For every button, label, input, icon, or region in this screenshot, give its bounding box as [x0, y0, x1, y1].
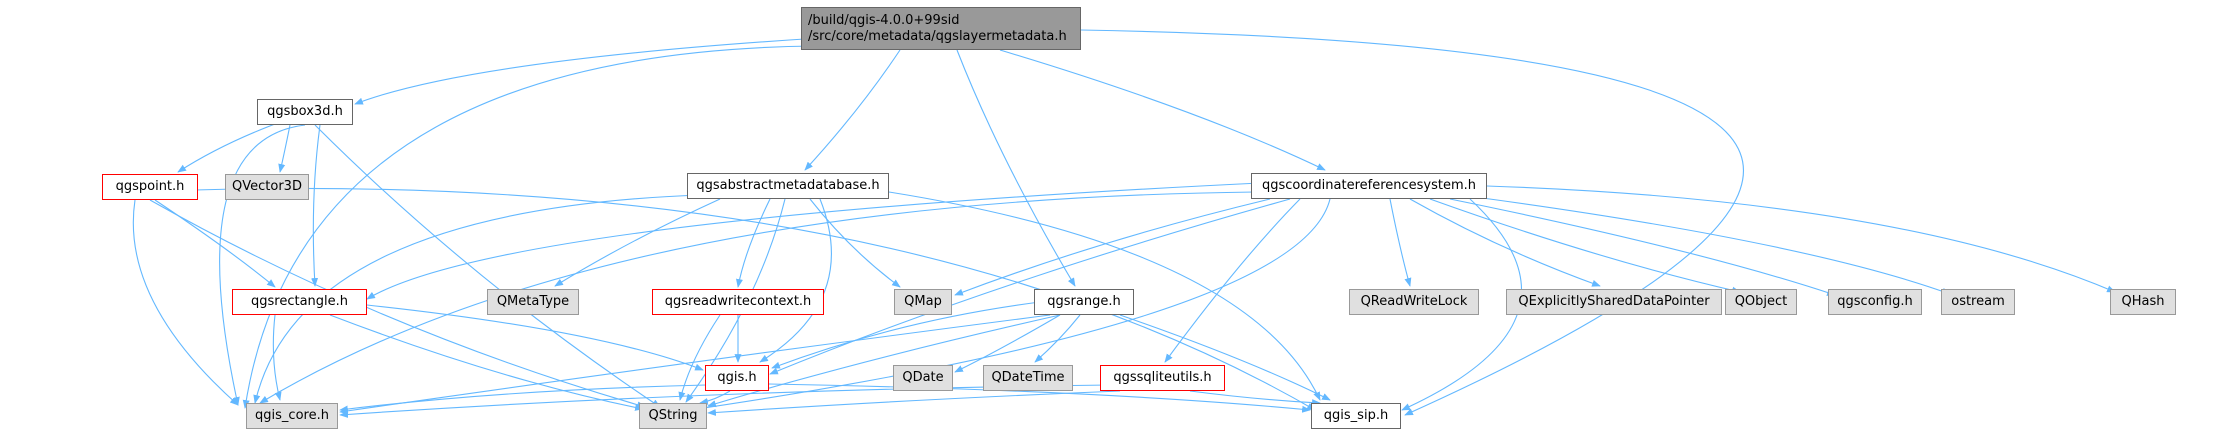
- dependency-edge: [1389, 198, 1412, 287]
- node-qgsabstractmetadatabase[interactable]: qgsabstractmetadatabase.h: [687, 173, 889, 199]
- node-label: QObject: [1734, 294, 1788, 309]
- dependency-edge: [253, 194, 701, 404]
- dependency-edge: [154, 199, 276, 288]
- node-label: qgsconfig.h: [1837, 294, 1913, 309]
- dependency-edge: [1449, 198, 1836, 296]
- node-label: QMetaType: [496, 294, 570, 309]
- dependency-edge: [259, 191, 1256, 404]
- dependency-edge: [366, 182, 1261, 300]
- dependency-edge: [736, 198, 771, 288]
- root-node-qgslayermetadata[interactable]: /build/qgis-4.0.0+99sid /src/core/metada…: [801, 7, 1081, 50]
- dependency-edge: [954, 198, 1271, 296]
- node-qobject: QObject: [1725, 289, 1797, 315]
- node-label: ostream: [1951, 294, 2005, 309]
- node-ostream: ostream: [1941, 289, 2015, 315]
- dependency-edge: [554, 198, 721, 287]
- root-node-path-line2: /src/core/metadata/qgslayermetadata.h: [808, 28, 1067, 44]
- node-label: QDate: [902, 370, 944, 385]
- dependency-edge: [1409, 198, 1601, 287]
- node-qgsreadwritecontext[interactable]: qgsreadwritecontext.h: [652, 289, 824, 315]
- node-qmetatype: QMetaType: [487, 289, 579, 315]
- node-qgsrectangle[interactable]: qgsrectangle.h: [232, 289, 367, 315]
- dependency-edge: [194, 187, 1316, 411]
- node-label: QMap: [904, 294, 942, 309]
- node-qgssqliteutils[interactable]: qgssqliteutils.h: [1100, 365, 1225, 391]
- dependency-edge: [707, 314, 1061, 408]
- dependency-edge: [954, 314, 1061, 373]
- dependency-edge: [366, 304, 704, 371]
- dependency-edge: [149, 199, 646, 409]
- node-qgspoint[interactable]: qgspoint.h: [102, 174, 198, 200]
- dependency-edge: [769, 198, 1291, 375]
- node-label: QReadWriteLock: [1360, 294, 1468, 309]
- node-qexplicitlyshareddatapointer: QExplicitlySharedDataPointer: [1506, 289, 1722, 315]
- dependency-edge: [809, 198, 901, 288]
- dependency-edge: [272, 314, 282, 401]
- node-qdate: QDate: [893, 365, 953, 391]
- root-node-path-line1: /build/qgis-4.0.0+99sid: [808, 12, 960, 28]
- dependency-edge: [339, 384, 707, 413]
- dependency-edge: [1459, 194, 1951, 295]
- node-qmap: QMap: [894, 289, 952, 315]
- dependency-edge: [177, 123, 276, 173]
- node-label: QString: [648, 408, 698, 423]
- dependency-edge: [329, 314, 644, 411]
- dependency-edge: [311, 124, 321, 287]
- node-qgscoordinatereferencesystem[interactable]: qgscoordinatereferencesystem.h: [1251, 173, 1487, 199]
- dependency-edge: [1189, 390, 1321, 407]
- node-label: qgssqliteutils.h: [1113, 370, 1212, 385]
- node-label: QHash: [2121, 294, 2165, 309]
- node-label: qgis_sip.h: [1323, 408, 1389, 423]
- node-qgsconfig: qgsconfig.h: [1828, 289, 1922, 315]
- node-qgis-sip[interactable]: qgis_sip.h: [1311, 403, 1401, 429]
- dependency-edge: [1034, 314, 1081, 363]
- dependency-edge: [804, 49, 901, 171]
- dependency-edge: [219, 124, 306, 406]
- dependency-edge: [339, 314, 1051, 415]
- node-label: qgsreadwritecontext.h: [664, 294, 812, 309]
- dependency-edge: [999, 49, 1326, 171]
- node-label: qgsbox3d.h: [267, 104, 343, 119]
- dependency-edge: [354, 37, 821, 105]
- dependency-edge: [888, 191, 1321, 401]
- node-label: qgis.h: [717, 370, 757, 385]
- node-label: QVector3D: [232, 179, 302, 194]
- dependency-edge: [278, 124, 291, 173]
- dependency-edge: [956, 49, 1076, 287]
- node-qgis[interactable]: qgis.h: [705, 365, 769, 391]
- node-label: QExplicitlySharedDataPointer: [1518, 294, 1710, 309]
- dependency-edge: [699, 390, 731, 405]
- node-qgsrange[interactable]: qgsrange.h: [1034, 289, 1134, 315]
- dependency-edge: [771, 301, 1041, 369]
- node-label: qgscoordinatereferencesystem.h: [1261, 178, 1477, 193]
- dependency-edge: [707, 390, 1121, 416]
- dependency-edge: [1119, 314, 1331, 401]
- node-qstring: QString: [639, 403, 707, 429]
- node-label: qgsrange.h: [1047, 294, 1121, 309]
- node-qdatetime: QDateTime: [983, 365, 1073, 391]
- node-qgsbox3d[interactable]: qgsbox3d.h: [257, 99, 353, 125]
- node-qreadwritelock: QReadWriteLock: [1349, 289, 1479, 315]
- node-qhash: QHash: [2110, 289, 2176, 315]
- node-label: qgsabstractmetadatabase.h: [696, 178, 880, 193]
- dependency-edge: [1429, 198, 1741, 294]
- dependency-edge: [678, 314, 721, 401]
- dependency-edge: [1486, 185, 2116, 293]
- node-label: qgis_core.h: [255, 408, 329, 423]
- dependency-edge: [1164, 198, 1301, 363]
- edges: [132, 29, 2116, 418]
- dependency-edge: [314, 124, 661, 408]
- node-label: qgspoint.h: [115, 179, 185, 194]
- dependency-edge: [689, 198, 1331, 413]
- node-label: qgsrectangle.h: [250, 294, 349, 309]
- node-qgis-core: qgis_core.h: [246, 403, 338, 429]
- node-qvector3d: QVector3D: [225, 174, 309, 200]
- dependency-edge: [132, 199, 239, 406]
- node-label: QDateTime: [991, 370, 1065, 385]
